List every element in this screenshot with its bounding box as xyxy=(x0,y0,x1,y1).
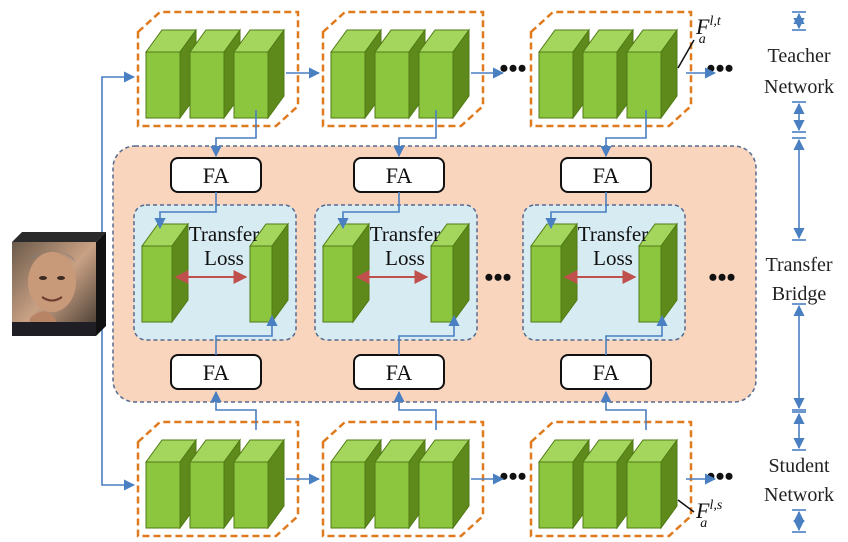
student-layer-block xyxy=(233,438,285,530)
student-layer-block xyxy=(582,438,634,530)
bridge-bracket-bottom xyxy=(792,303,806,411)
teacher-layer-block xyxy=(233,28,285,120)
teacher-to-fa-1 xyxy=(210,110,257,158)
student-to-fa-3 xyxy=(600,390,647,430)
transfer-loss-label: Loss xyxy=(204,246,244,270)
teacher-network-label: Network xyxy=(764,76,834,98)
transfer-loss-label: Loss xyxy=(385,246,425,270)
student-to-fa-2 xyxy=(393,390,437,430)
teacher-bracket-bottom xyxy=(792,101,806,133)
fa-module-top-2: FA xyxy=(353,157,445,193)
student-network-label: Student xyxy=(768,455,830,477)
transfer-bridge-label: Bridge xyxy=(772,283,827,305)
student-layer-block xyxy=(374,438,426,530)
student-group-outline xyxy=(136,420,300,538)
fa-module-bottom-2: FA xyxy=(353,354,445,390)
teacher-layer-block xyxy=(330,28,382,120)
fa-to-loss-2 xyxy=(337,192,400,230)
teacher-ellipsis: ••• xyxy=(706,54,733,83)
teacher-group-outline xyxy=(321,10,485,128)
transfer-loss-label: Transfer xyxy=(370,222,440,246)
student-layer-group-1 xyxy=(136,420,300,538)
fa-module-top-3: FA xyxy=(560,157,652,193)
teacher-to-fa-3 xyxy=(600,110,647,158)
fa-module-top-1: FA xyxy=(170,157,262,193)
student-ellipsis: ••• xyxy=(499,462,526,491)
teacher-group-outline xyxy=(136,10,300,128)
student-layer-block xyxy=(145,438,197,530)
student-to-fa-1 xyxy=(210,390,257,430)
teacher-layer-group-1 xyxy=(136,10,300,128)
teacher-ellipsis: ••• xyxy=(499,54,526,83)
fa-label: FA xyxy=(203,360,230,385)
teacher-layer-block xyxy=(582,28,634,120)
fa-to-student-map-1 xyxy=(215,314,278,355)
fa-module-bottom-3: FA xyxy=(560,354,652,390)
fa-label: FA xyxy=(386,360,413,385)
teacher-feature-map xyxy=(322,222,370,324)
bridge-ellipsis: ••• xyxy=(708,263,735,292)
teacher-to-fa-2 xyxy=(393,110,437,158)
input-face-image xyxy=(12,232,106,336)
fa-module-bottom-1: FA xyxy=(170,354,262,390)
fa-label: FA xyxy=(203,163,230,188)
student-layer-block xyxy=(418,438,470,530)
student-layer-block xyxy=(189,438,241,530)
transfer-loss-label: Transfer xyxy=(578,222,648,246)
student-layer-group-3 xyxy=(529,420,693,538)
bridge-bracket-top xyxy=(792,137,806,241)
teacher-layer-block xyxy=(374,28,426,120)
teacher-feature-map xyxy=(141,222,189,324)
student-bracket-top xyxy=(792,411,806,451)
student-feature-map xyxy=(638,222,678,324)
teacher-layer-block xyxy=(626,28,678,120)
teacher-bracket-top xyxy=(792,11,806,31)
teacher-layer-block xyxy=(418,28,470,120)
teacher-layer-group-2 xyxy=(321,10,485,128)
fa-to-loss-1 xyxy=(154,192,217,230)
student-ellipsis: ••• xyxy=(706,462,733,491)
student-layer-block xyxy=(330,438,382,530)
teacher-feature-map xyxy=(530,222,578,324)
teacher-layer-block xyxy=(538,28,590,120)
student-group-outline xyxy=(529,420,693,538)
student-layer-block xyxy=(538,438,590,530)
transfer-loss-label: Loss xyxy=(593,246,633,270)
student-bracket-bottom xyxy=(792,509,806,533)
teacher-layer-block xyxy=(189,28,241,120)
teacher-layer-block xyxy=(145,28,197,120)
fa-label: FA xyxy=(593,163,620,188)
teacher-layer-group-3 xyxy=(529,10,693,128)
fa-to-student-map-2 xyxy=(398,314,460,355)
fa-to-loss-3 xyxy=(545,192,607,230)
teacher-network-label: Teacher xyxy=(768,45,831,67)
student-feature-map xyxy=(249,222,289,324)
transfer-loss-label: Transfer xyxy=(189,222,259,246)
student-layer-block xyxy=(626,438,678,530)
teacher-group-outline xyxy=(529,10,693,128)
bridge-ellipsis: ••• xyxy=(484,263,511,292)
fa-label: FA xyxy=(593,360,620,385)
transfer-bridge-label: Transfer xyxy=(765,254,832,276)
input-to-teacher-arrow xyxy=(101,71,136,272)
fa-label: FA xyxy=(386,163,413,188)
student-layer-group-2 xyxy=(321,420,485,538)
student-network-label: Network xyxy=(764,484,834,506)
student-feature-map xyxy=(430,222,470,324)
student-group-outline xyxy=(321,420,485,538)
input-to-student-arrow xyxy=(101,272,136,491)
fa-to-student-map-3 xyxy=(605,314,668,355)
